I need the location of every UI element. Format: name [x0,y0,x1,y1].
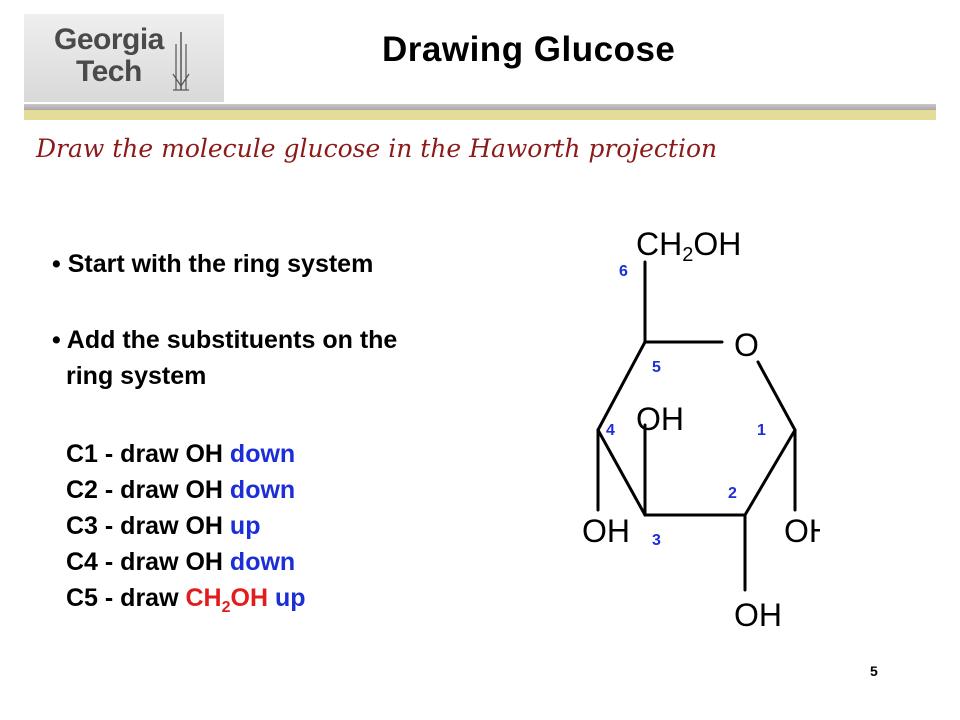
georgia-tech-logo: Georgia Tech [24,14,224,102]
bullet-1: • Start with the ring system [52,250,374,278]
bond-c4-c3 [596,428,647,517]
logo-line-2: Tech [76,55,142,88]
step-c4-text: C4 - draw OH [66,548,230,576]
bullet-2: • Add the substituents on the [52,326,398,354]
ring-oxygen-label: O [734,327,759,363]
step-c2: C2 - draw OH down [52,472,512,508]
step-c5-direction: up [274,584,306,612]
step-c3-direction: up [229,512,261,540]
step-c1-text: C1 - draw OH [66,440,230,468]
step-c5-group: CH2OH [185,584,269,616]
diagram-labels: CH2OH O OH OH OH OH [582,226,820,633]
bullet-2-text-line1: Add the substituents on the [66,326,398,354]
slide-title: Drawing Glucose [382,30,676,69]
oh-c3-label: OH [636,401,684,437]
ring-bonds [596,260,797,592]
bond-c1-o [756,360,797,432]
header-rule-gold [24,110,936,120]
bullet-list: • Start with the ring system • Add the s… [52,246,512,626]
page-number: 5 [870,663,878,679]
step-c3-text: C3 - draw OH [66,512,230,540]
carbon-number-4: 4 [606,422,615,439]
header-rule-gray [24,104,936,110]
step-c5-oh: OH [230,584,269,612]
carbon-number-6: 6 [619,263,628,280]
step-c4-direction: down [229,548,296,576]
bullet-1-text: Start with the ring system [67,250,374,278]
oh-c1-label: OH [784,513,820,549]
step-c4: C4 - draw OH down [52,544,512,580]
step-c2-text: C2 - draw OH [66,476,230,504]
step-c5-text: C5 - draw [66,584,186,612]
carbon-number-5: 5 [652,359,661,376]
oh-c2-label: OH [734,597,782,633]
logo-line-1: Georgia [54,23,164,56]
bond-c2-c1 [743,428,797,517]
logo-wordmark: Georgia Tech [54,24,164,88]
step-c3: C3 - draw OH up [52,508,512,544]
carbon-number-1: 1 [757,422,766,439]
step-c5: C5 - draw CH2OH up [52,580,512,626]
carbon-number-2: 2 [728,485,737,502]
carbon-number-3: 3 [652,532,661,549]
step-c2-direction: down [229,476,296,504]
step-c1-direction: down [229,440,296,468]
bullet-2-text-line2: ring system [66,362,207,390]
step-c5-subscript: 2 [221,599,231,616]
tech-tower-icon [172,32,190,91]
glucose-haworth-diagram: CH2OH O OH OH OH OH 6 5 4 1 2 3 [582,226,820,633]
step-c1: C1 - draw OH down [52,436,512,472]
carbon-numbers: 6 5 4 1 2 3 [606,263,766,549]
bond-c5-c4 [596,340,647,432]
ch2oh-label: CH2OH [636,226,741,266]
step-c5-ch: CH [185,584,222,612]
slide-subtitle: Draw the molecule glucose in the Haworth… [36,134,718,163]
oh-c4-label: OH [582,513,630,549]
